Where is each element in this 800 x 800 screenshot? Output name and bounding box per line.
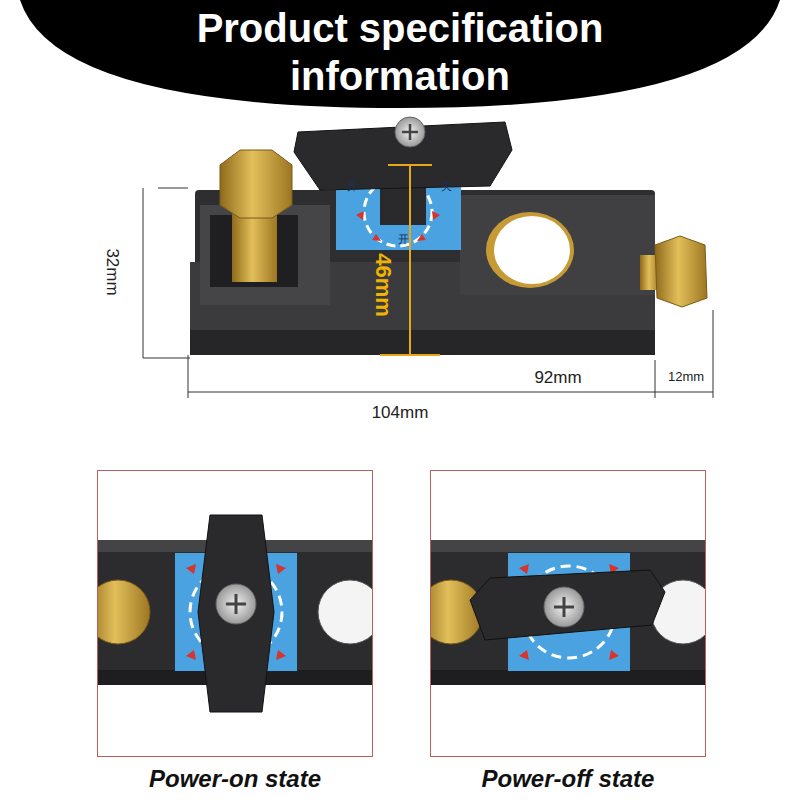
battery-switch	[395, 117, 425, 147]
photo-panel: Power-off state	[430, 470, 706, 792]
state-caption: Power-off state	[430, 765, 706, 792]
power-on-photo	[226, 594, 246, 614]
battery-switch	[190, 117, 707, 355]
power-off-photo	[554, 597, 574, 617]
dimension-label: 92mm	[534, 369, 581, 388]
dial-marking: 关	[441, 180, 452, 192]
dimension-lines	[158, 188, 188, 189]
power-off-photo	[430, 470, 706, 757]
power-off-photo	[544, 587, 584, 627]
power-off-photo	[470, 570, 665, 640]
power-on-photo	[97, 470, 373, 757]
battery-switch	[190, 330, 655, 355]
state-caption: Power-on state	[97, 765, 373, 792]
dial-marking: 开	[347, 180, 358, 192]
height-dimension	[380, 354, 440, 356]
height-dimension	[409, 165, 411, 355]
battery-switch	[402, 124, 418, 140]
battery-switch	[294, 122, 512, 190]
power-on-photo	[216, 584, 256, 624]
power-off-photo	[430, 470, 706, 757]
photo-panel: Power-on state	[97, 470, 373, 792]
power-on-photo	[198, 515, 274, 712]
battery-switch	[380, 185, 426, 225]
dimension-lines	[143, 188, 144, 358]
dimension-label: 104mm	[372, 404, 429, 423]
dimension-lines	[143, 188, 713, 398]
photo-frame	[430, 470, 706, 757]
dimension-lines	[655, 392, 713, 393]
height-dimension	[388, 164, 432, 166]
photo-frame	[97, 470, 373, 757]
dial-marking: 开	[398, 233, 409, 245]
battery-switch	[220, 150, 292, 218]
title: Product specification information	[160, 4, 640, 100]
battery-switch	[460, 195, 655, 295]
dimension-lines	[143, 358, 190, 359]
battery-switch	[486, 212, 574, 288]
dimension-lines	[713, 310, 714, 398]
title-banner	[20, 0, 780, 108]
dimension-label: 12mm	[668, 370, 704, 384]
battery-switch	[655, 236, 707, 307]
dimension-label: 46mm	[371, 253, 395, 317]
dimension-label: 32mm	[103, 248, 122, 295]
power-on-photo	[97, 470, 373, 757]
dimension-lines	[188, 392, 655, 393]
battery-switch	[494, 216, 570, 284]
